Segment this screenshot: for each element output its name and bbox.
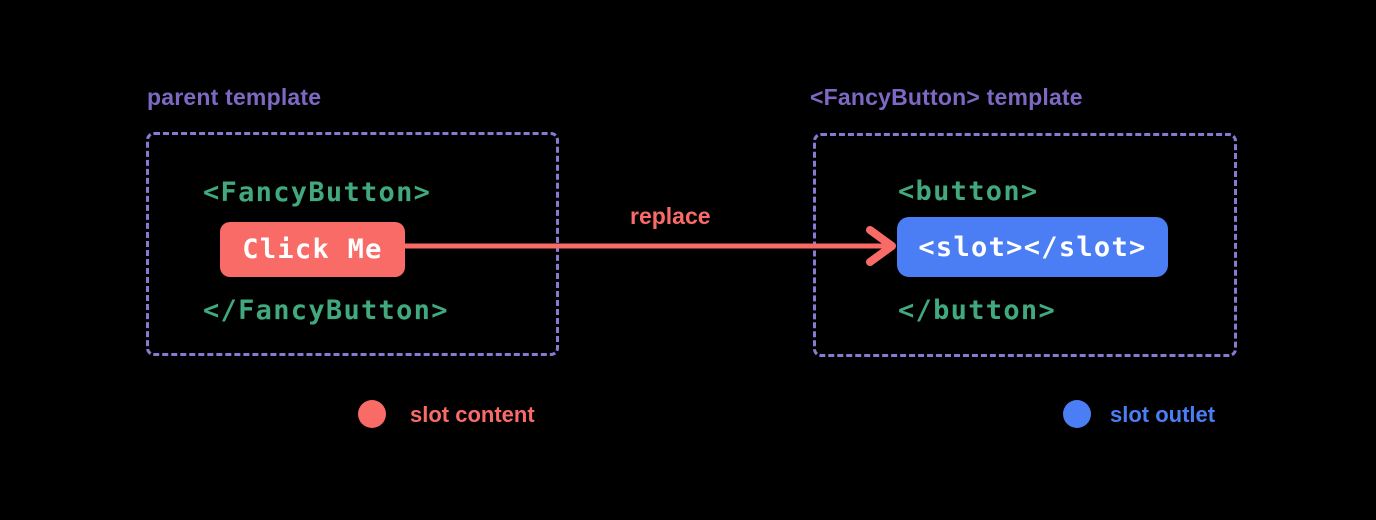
fancybutton-open-tag: <FancyButton> — [203, 177, 432, 208]
slot-content-label: slot content — [410, 402, 535, 427]
button-close-tag: </button> — [898, 295, 1056, 326]
replace-label: replace — [630, 203, 711, 229]
slot-outlet-dot-icon — [1063, 400, 1091, 428]
slot-code-label: <slot></slot> — [918, 231, 1147, 263]
click-me-button: Click Me — [220, 222, 405, 277]
fancybutton-template-title: <FancyButton> template — [810, 84, 1083, 110]
fancybutton-close-tag: </FancyButton> — [203, 295, 449, 326]
slot-content-dot-icon — [358, 400, 386, 428]
button-open-tag: <button> — [898, 176, 1039, 207]
click-me-label: Click Me — [242, 234, 383, 265]
parent-template-title: parent template — [147, 84, 322, 110]
slot-outlet-label: slot outlet — [1110, 402, 1216, 427]
slot-outlet-box: <slot></slot> — [897, 217, 1168, 277]
